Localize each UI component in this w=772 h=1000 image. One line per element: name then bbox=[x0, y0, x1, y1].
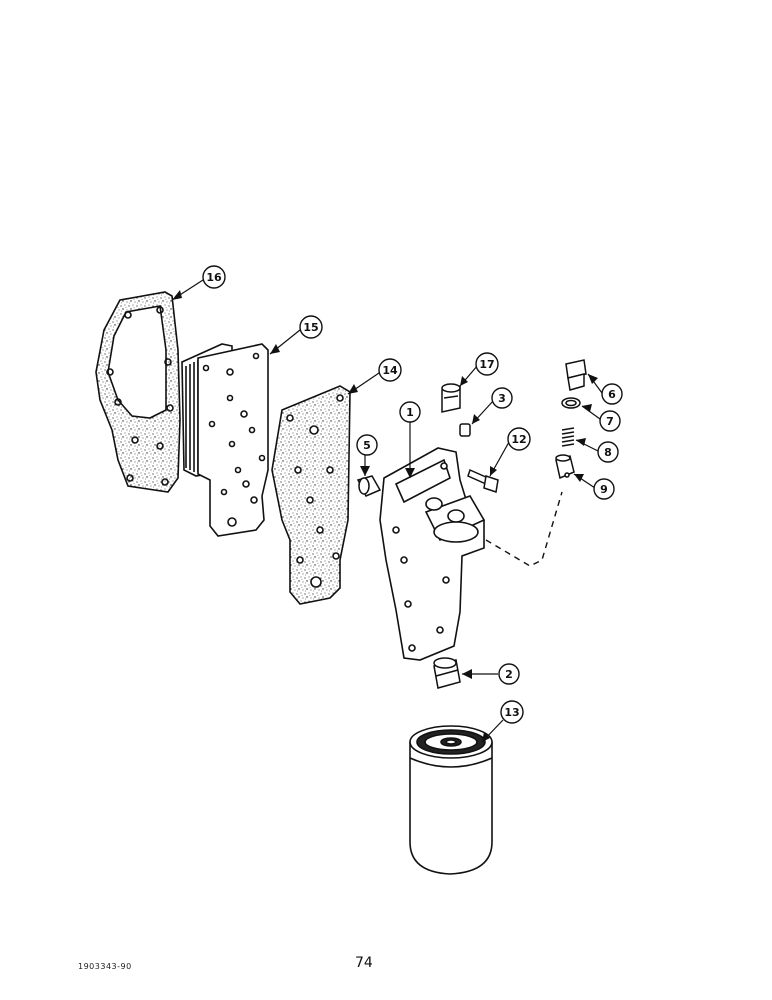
callout-16: 16 bbox=[202, 265, 226, 289]
filter-part-13 bbox=[409, 725, 493, 875]
callout-8: 8 bbox=[597, 441, 619, 463]
callout-13: 13 bbox=[500, 700, 524, 724]
oil-cooler-part-15 bbox=[181, 343, 269, 537]
valve-part-9 bbox=[555, 454, 575, 480]
callout-8-label: 8 bbox=[604, 446, 612, 459]
callout-17: 17 bbox=[475, 352, 499, 376]
callout-5-label: 5 bbox=[363, 439, 371, 452]
callout-13-label: 13 bbox=[504, 706, 519, 719]
callout-2: 2 bbox=[498, 663, 520, 685]
callout-3-label: 3 bbox=[498, 392, 506, 405]
callout-5: 5 bbox=[356, 434, 378, 456]
callout-14-label: 14 bbox=[382, 364, 398, 377]
callout-2-label: 2 bbox=[505, 668, 513, 681]
callout-1: 1 bbox=[399, 401, 421, 423]
figure-code: 1903343-90 bbox=[78, 962, 132, 971]
gasket-part-14 bbox=[271, 385, 351, 605]
callout-17-label: 17 bbox=[479, 358, 494, 371]
callout-9-label: 9 bbox=[600, 483, 608, 496]
page-number: 74 bbox=[355, 955, 373, 971]
callout-15: 15 bbox=[299, 315, 323, 339]
callout-1-label: 1 bbox=[406, 406, 414, 419]
bolt-part-12 bbox=[467, 468, 499, 493]
o-ring-part-7 bbox=[561, 397, 581, 409]
callout-9: 9 bbox=[593, 478, 615, 500]
callout-7: 7 bbox=[599, 410, 621, 432]
fitting-part-2 bbox=[433, 657, 461, 689]
arrowheads bbox=[172, 290, 598, 742]
plug-part-5 bbox=[356, 475, 382, 497]
callout-16-label: 16 bbox=[206, 271, 222, 284]
filter-head-part-1 bbox=[379, 447, 486, 661]
callout-6-label: 6 bbox=[608, 388, 616, 401]
gasket-part-16 bbox=[95, 291, 181, 493]
spring-part-8 bbox=[561, 427, 575, 447]
assembly-dash-line bbox=[485, 491, 563, 567]
callout-3: 3 bbox=[491, 387, 513, 409]
plug-part-6 bbox=[565, 359, 587, 391]
callout-6: 6 bbox=[601, 383, 623, 405]
callout-7-label: 7 bbox=[606, 415, 614, 428]
callout-14: 14 bbox=[378, 358, 402, 382]
fitting-part-17 bbox=[441, 383, 461, 413]
callout-15-label: 15 bbox=[303, 321, 318, 334]
callout-12-label: 12 bbox=[511, 433, 526, 446]
plug-part-3 bbox=[459, 423, 471, 437]
callout-12: 12 bbox=[507, 427, 531, 451]
